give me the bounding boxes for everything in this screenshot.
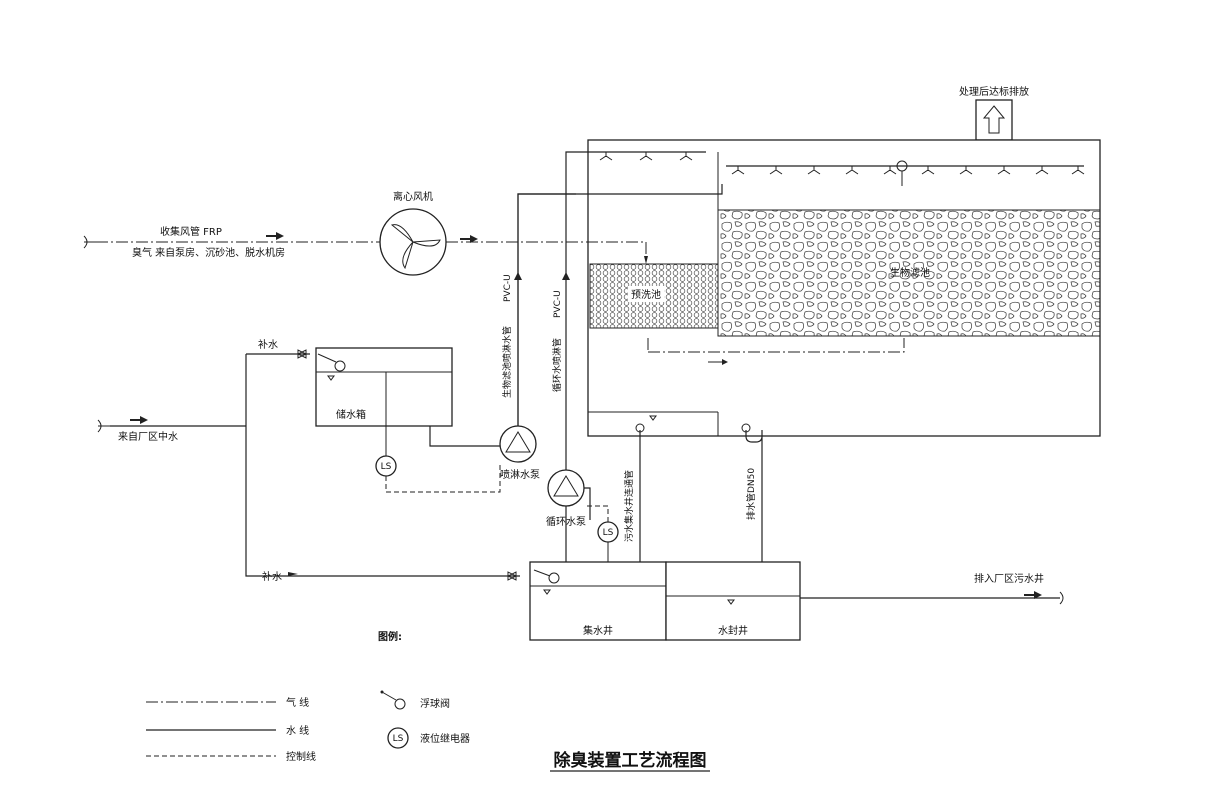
legend-level-switch: LS 液位继电器 (387, 727, 470, 749)
collect-duct-label: 收集风管 FRP (160, 225, 222, 238)
page-title: 除臭装置工艺流程图 (554, 750, 707, 771)
well-float-valve (533, 569, 560, 595)
level-switch-storage: LS (375, 455, 397, 477)
drain-pipe-label: 排水管DN50 (745, 468, 757, 520)
storage-float-valve (317, 353, 346, 381)
bio-filter-media (717, 209, 1101, 337)
spray-header-biofilter (726, 160, 1085, 186)
svg-text:LS: LS (381, 462, 392, 472)
storage-control-line (385, 462, 501, 493)
overflow-pipe-label: 污水集水井连通管 (623, 470, 635, 542)
storage-tank-label: 储水箱 (336, 408, 366, 421)
makeup-bottom-label: 补水 (262, 570, 282, 583)
legend-control: 控制线 (146, 750, 316, 763)
svg-text:LS: LS (393, 734, 404, 744)
svg-text:浮球阀: 浮球阀 (420, 697, 450, 710)
legend-heading: 图例: (378, 630, 402, 643)
svg-text:水 线: 水 线 (286, 724, 309, 737)
legend-gas: 气 线 (146, 696, 309, 709)
makeup-top-label: 补水 (258, 338, 278, 351)
circ-pump-outlet (584, 487, 591, 520)
collect-well-label: 集水井 (583, 624, 613, 637)
svg-text:控制线: 控制线 (286, 750, 316, 763)
spray-water-pipe (517, 193, 576, 428)
gas-duct (83, 235, 648, 264)
pvc-label-2: PVC-U (553, 290, 563, 318)
biofilter-spray-pipe (517, 184, 723, 428)
tank-to-pump-line (429, 426, 500, 447)
spray-pump-label: 喷淋水泵 (500, 468, 540, 481)
centrifugal-fan (379, 208, 447, 276)
to-sewer-label: 排入厂区污水井 (974, 572, 1044, 585)
bio-filter-label: 生物滤池 (890, 266, 930, 279)
discharge-outlet (975, 99, 1013, 141)
spray-pipe-label: 生物滤池喷淋水管 (501, 326, 513, 398)
legend-water: 水 线 (146, 724, 309, 737)
seal-well-label: 水封井 (718, 624, 748, 637)
drain-pipe (745, 430, 763, 562)
pvc-label-1: PVC-U (503, 274, 513, 302)
spray-header-prewash (590, 151, 706, 161)
circ-pipe-label: 循环水喷淋管 (551, 338, 563, 392)
spray-pump (499, 425, 537, 463)
makeup-water-line (245, 353, 520, 577)
odor-source-label: 臭气 来自泵房、沉砂池、脱水机房 (132, 246, 285, 259)
level-switch-well: LS (597, 521, 619, 543)
collect-well (529, 561, 667, 641)
fan-label: 离心风机 (393, 190, 433, 203)
discharge-label: 处理后达标排放 (959, 85, 1029, 98)
legend-float-valve: 浮球阀 (380, 690, 450, 710)
circulation-spray-pipe (565, 151, 590, 470)
svg-text:气 线: 气 线 (286, 696, 309, 709)
pre-wash-label: 预洗池 (631, 288, 661, 301)
svg-text:LS: LS (603, 528, 614, 538)
reclaimed-water-label: 来自厂区中水 (118, 430, 178, 443)
gas-flow-arrow-2 (460, 235, 478, 243)
air-flow-under-filter (647, 338, 905, 353)
gas-flow-arrow-1 (266, 232, 284, 240)
circulation-pump (547, 469, 585, 507)
well-control-line (584, 505, 609, 522)
svg-text:液位继电器: 液位继电器 (420, 732, 470, 745)
